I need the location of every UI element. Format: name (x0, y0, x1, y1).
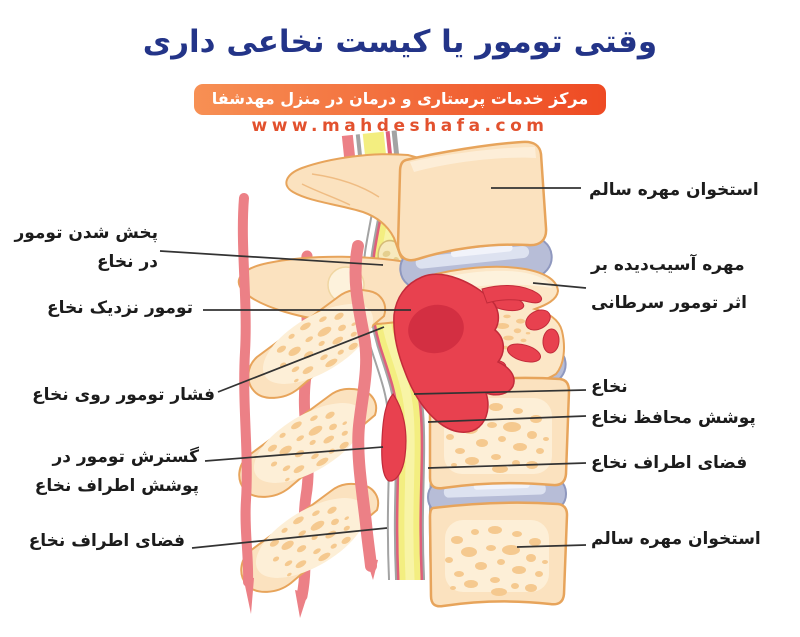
leader-lines (159, 187, 587, 549)
leader-space-right (427, 462, 587, 469)
page-title: وقتی تومور یا کیست نخاعی داری (142, 24, 658, 60)
leader-healthy-bottom (516, 544, 587, 548)
vertebra-healthy-top (396, 140, 548, 262)
leader-tumor-pressure (217, 326, 385, 393)
label-spinal-cord: نخاع (591, 377, 628, 397)
label-healthy-vertebra-top: استخوان مهره سالم (589, 180, 759, 200)
service-badge: مرکز خدمات پرستاری و درمان در منزل مهدشف… (193, 84, 607, 115)
label-tumor-spread-in-cord: پخش شدن تومور در نخاع (14, 223, 158, 272)
label-healthy-vertebra-bottom: استخوان مهره سالم (591, 529, 761, 549)
anterior-artery (237, 193, 254, 614)
paraspinal-artery (349, 240, 378, 580)
label-tumor-spread-in-cover: گسترش تومور در پوشش اطراف نخاع (34, 447, 199, 496)
label-tumor-near-cord: تومور نزدیک نخاع (47, 298, 193, 318)
label-cord-protective-cover: پوشش محافظ نخاع (591, 408, 756, 428)
leader-cord-cover (427, 415, 587, 423)
tumor-extension-bulge (381, 393, 407, 482)
label-tumor-pressure-on-cord: فشار تومور روی نخاع (32, 385, 215, 405)
leader-damaged (532, 282, 587, 289)
label-damaged-vertebra: مهره آسیب‌دیده بر اثر تومور سرطانی (591, 255, 747, 313)
label-space-around-cord-left: فضای اطراف نخاع (28, 531, 185, 551)
label-space-around-cord-right: فضای اطراف نخاع (591, 453, 748, 473)
leader-cord (413, 389, 587, 395)
leader-tumor-in-cord (159, 250, 384, 266)
leader-space-left (191, 527, 388, 549)
website-url: www.mahdeshafa.com (251, 116, 549, 136)
vertebra-healthy-bottom (428, 501, 569, 608)
leader-tumor-spread-dura (204, 446, 384, 462)
badge-wrap: مرکز خدمات پرستاری و درمان در منزل مهدشف… (0, 84, 800, 115)
